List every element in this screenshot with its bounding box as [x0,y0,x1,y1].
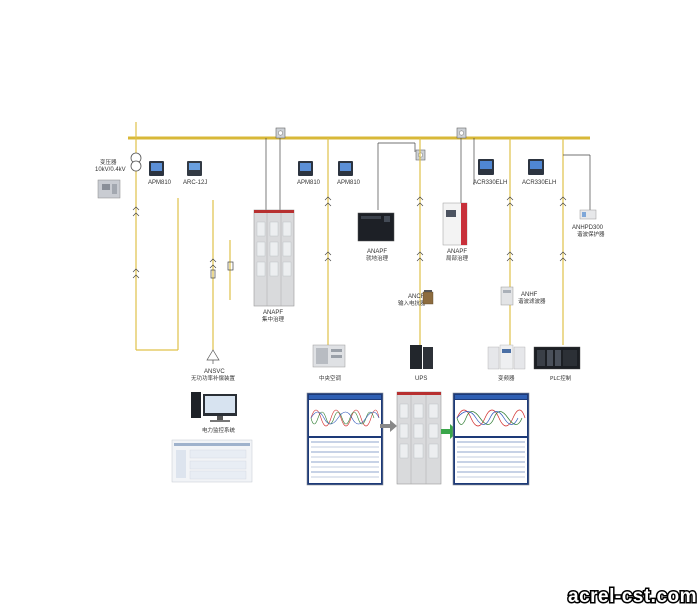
anhf-model: ANHF [521,292,538,298]
ancr-model: ANCR [408,294,426,300]
plc-label: PLC控制 [550,374,572,382]
transformer-name: 变压器 [100,158,117,166]
apf-wall-wiring [460,138,475,205]
anhpd300-desc: 谐波保护器 [577,230,605,238]
cabinet-feeder [265,138,281,210]
apf-wall-desc: 局部治理 [446,254,469,262]
ct-sensor-1 [275,127,286,139]
apf-rack-model: ANAPF [367,249,387,255]
vfd-units [487,344,526,370]
ups-breakers [416,196,424,262]
transformer-spec: 10kV/0.4kV [95,167,126,173]
monitoring-screenshot [171,439,253,483]
central-cabinet-model: ANAPF [263,310,283,316]
monitor-label: 电力监控系统 [202,426,236,434]
plc-breakers [559,154,591,262]
acr330elh-2-meter [528,159,544,175]
hvac-label: 中央空调 [319,374,342,382]
breaker-incoming-1 [132,206,140,217]
analyzer-screen-before [306,392,384,486]
hvac-breakers [324,196,332,262]
acr330elh-2-label: ACR330ELH [522,180,556,186]
anapf-central-cabinet [253,209,295,307]
arc12j-label: ARC-12J [183,180,207,186]
transformer-symbol [130,152,142,172]
arrow-gray-icon [380,420,397,432]
plc-controller [533,346,581,370]
monitoring-workstation [191,392,237,422]
ancr-reactor [422,290,434,305]
apf-wall-unit [442,202,468,246]
acr330elh-1-meter [478,159,494,175]
apm810-left-label: APM810 [148,180,172,186]
apf-rack-desc: 就地治理 [366,254,389,262]
anhf-desc: 谐波滤波器 [518,297,546,305]
ups-label: UPS [415,376,427,382]
analyzer-screen-after [452,392,530,486]
ct-sensor-3 [456,127,467,139]
breaker-incoming-2 [132,268,140,279]
watermark-text: acrel-cst.com [568,586,697,607]
apf-rack-wiring [377,142,416,210]
anhf-filter [500,286,514,306]
anhpd300-device [579,209,597,220]
arc12j-controller [187,161,202,176]
incoming-feeder [135,122,179,351]
apm810-mid2-meter [338,161,353,176]
anapf-cabinet-comparison [396,391,442,485]
apf-rack-unit [357,212,395,242]
vfd-breakers [506,196,514,262]
central-cabinet-desc: 集中治理 [262,315,285,323]
transformer-device [97,179,121,199]
ansvc-model: ANSVC [204,369,225,375]
vfd-label: 变频器 [498,374,515,382]
ansvc-breaker [209,258,234,279]
acr330elh-1-label: ACR330ELH [473,180,507,186]
ansvc-desc: 无功功率补偿装置 [191,374,236,382]
hvac-unit [312,344,346,368]
ansvc-feeder [212,200,231,350]
apm810-mid2-label: APM810 [337,180,361,186]
ups-unit [410,345,433,369]
ancr-desc: 输入电抗器 [398,299,426,307]
apf-wall-model: ANAPF [447,249,467,255]
apm810-left-meter [149,161,164,176]
ansvc-symbol [206,349,220,364]
apm810-mid1-meter [298,161,313,176]
anhpd300-model: ANHPD300 [572,225,604,231]
apm810-mid1-label: APM810 [297,180,321,186]
